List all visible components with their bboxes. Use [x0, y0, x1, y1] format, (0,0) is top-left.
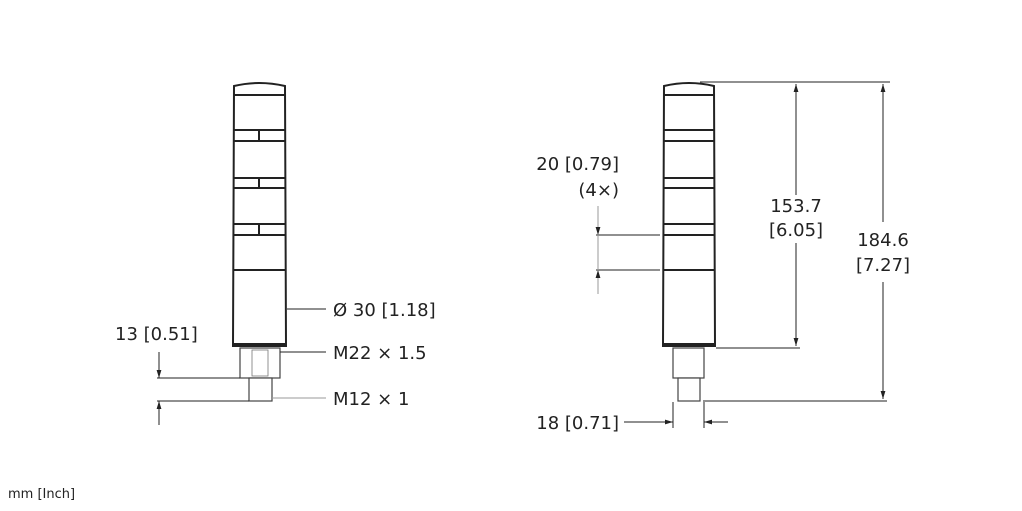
- m12-connector-left: [248, 377, 273, 402]
- body-height-in: [6.05]: [769, 220, 823, 241]
- segment-height-label: 20 [0.79]: [536, 154, 619, 175]
- m22-thread-label: M22 × 1.5: [333, 343, 427, 364]
- m22-thread-right: [672, 347, 705, 379]
- tower-body-right: [661, 82, 717, 347]
- left-view-signal-tower: [231, 82, 288, 402]
- tower-body-left: [231, 82, 288, 347]
- wrench-size-label: 18 [0.71]: [536, 413, 619, 434]
- thread-length-label: 13 [0.51]: [115, 324, 198, 345]
- total-height-in: [7.27]: [856, 255, 910, 276]
- m12-thread-label: M12 × 1: [333, 389, 409, 410]
- segment-count-label: (4×): [578, 180, 619, 201]
- diameter-label: Ø 30 [1.18]: [333, 300, 436, 321]
- right-view-signal-tower: [661, 82, 717, 402]
- m12-connector-right: [677, 377, 701, 402]
- body-height-mm: 153.7: [770, 196, 822, 217]
- units-note: mm [Inch]: [8, 487, 76, 502]
- total-height-mm: 184.6: [857, 230, 909, 251]
